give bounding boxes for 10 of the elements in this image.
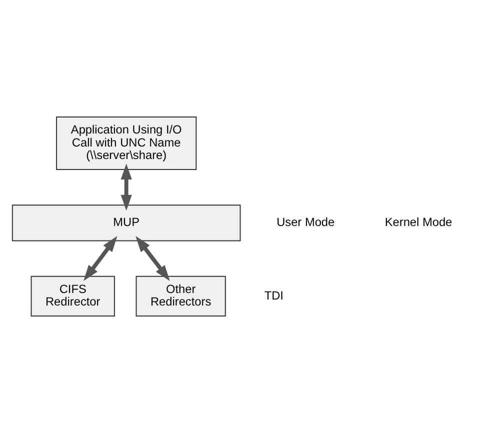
arrow <box>120 163 132 210</box>
arrow <box>84 236 118 280</box>
node-box: Application Using I/O Call with UNC Name (\\server\share) <box>56 116 197 170</box>
label: User Mode <box>276 214 335 229</box>
node-box: MUP <box>12 204 241 241</box>
label: Kernel Mode <box>384 214 452 229</box>
label: TDI <box>264 288 284 302</box>
node-box: CIFS Redirector <box>30 275 115 316</box>
node-box: Other Redirectors <box>136 275 226 316</box>
arrow <box>136 236 170 280</box>
